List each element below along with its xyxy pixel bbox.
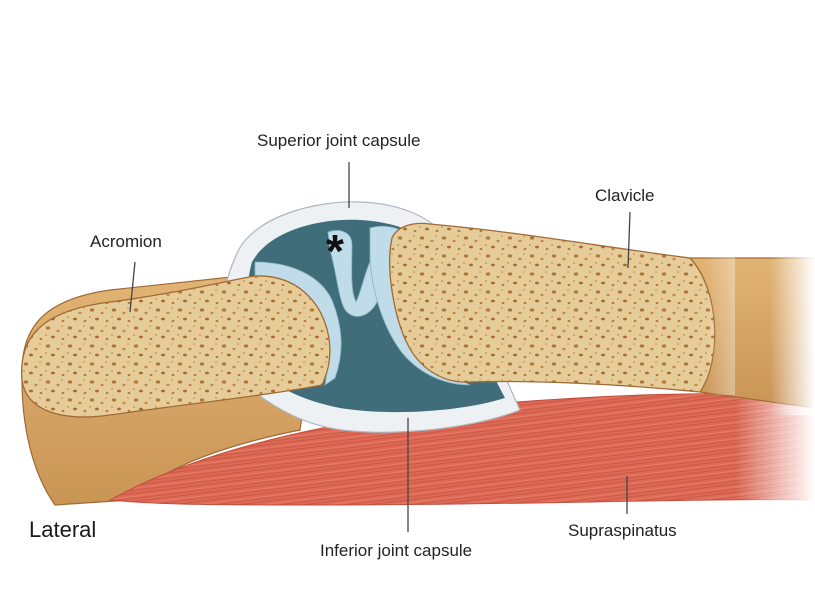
clavicle-fade <box>705 255 735 395</box>
acromion-bone <box>20 275 331 418</box>
label-lateral: Lateral <box>29 517 97 542</box>
clavicle-bone <box>389 222 716 393</box>
leader-acromion <box>129 261 136 313</box>
label-clavicle: Clavicle <box>595 186 655 205</box>
leader-clavicle <box>627 211 631 269</box>
asterisk-marker: * <box>326 225 344 277</box>
label-superior-joint-capsule: Superior joint capsule <box>257 131 421 150</box>
label-acromion: Acromion <box>90 232 162 251</box>
shaft-fade <box>770 250 815 415</box>
label-inferior-joint-capsule: Inferior joint capsule <box>320 541 473 560</box>
label-supraspinatus: Supraspinatus <box>568 521 677 540</box>
